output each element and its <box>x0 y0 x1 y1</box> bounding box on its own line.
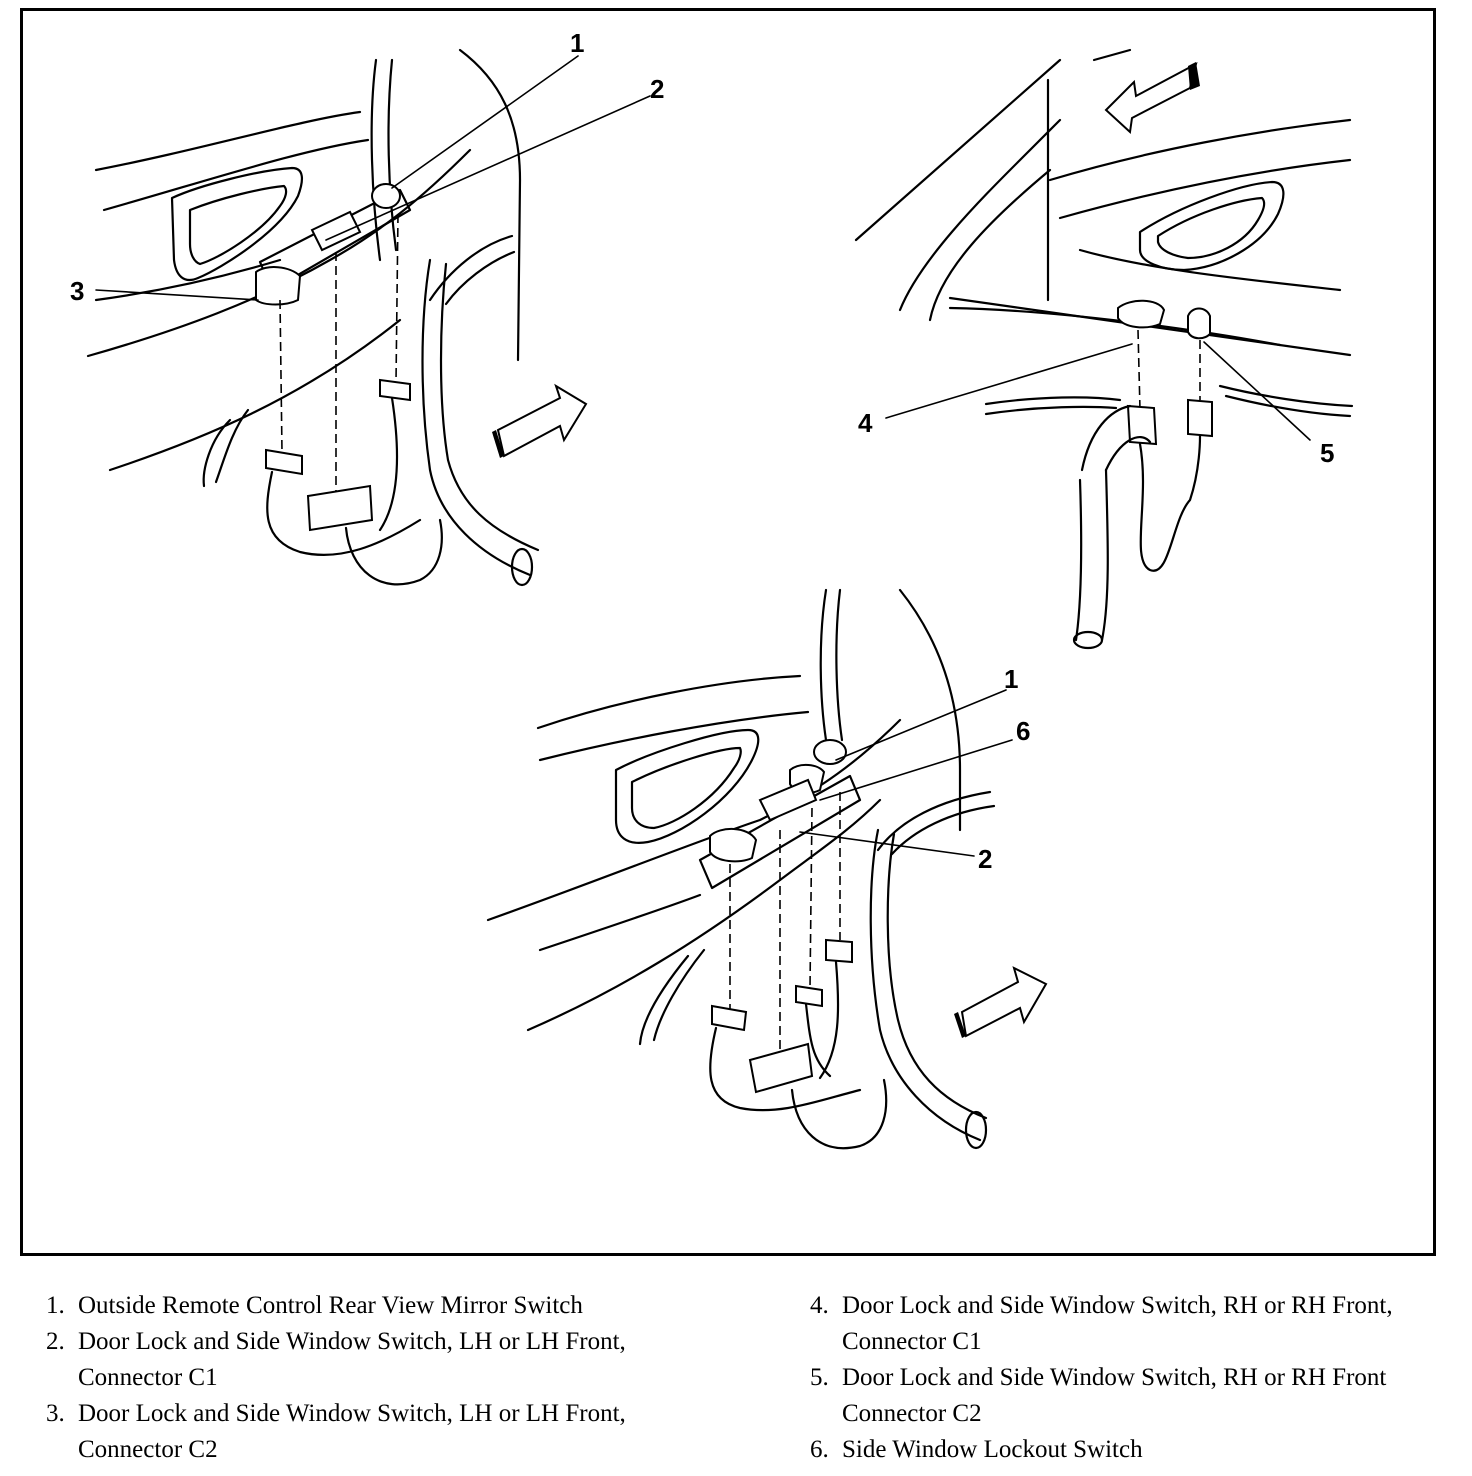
callout-1-lower: 1 <box>1004 664 1018 694</box>
legend-item: 5. Door Lock and Side Window Switch, RH … <box>810 1364 1387 1427</box>
panel-lh-door: 1 2 3 <box>70 28 664 587</box>
legend-item: 1. Outside Remote Control Rear View Mirr… <box>46 1292 583 1319</box>
wiring-illustration: 1 2 3 <box>70 28 1354 1150</box>
legend-column-right: 4. Door Lock and Side Window Switch, RH … <box>810 1288 1450 1468</box>
callout-4: 4 <box>858 408 873 438</box>
panel-rh-door: 4 5 <box>854 48 1354 650</box>
legend: 1. Outside Remote Control Rear View Mirr… <box>0 1288 1472 1476</box>
callout-2: 2 <box>650 74 664 104</box>
legend-item: 2. Door Lock and Side Window Switch, LH … <box>46 1328 626 1391</box>
callout-6: 6 <box>1016 716 1030 746</box>
callout-5: 5 <box>1320 438 1334 468</box>
panel-lh-door-lockout: 1 6 2 <box>486 588 1048 1150</box>
legend-item: 3. Door Lock and Side Window Switch, LH … <box>46 1400 626 1463</box>
callout-2-lower: 2 <box>978 844 992 874</box>
callout-1: 1 <box>570 28 584 58</box>
legend-item: 4. Door Lock and Side Window Switch, RH … <box>810 1292 1393 1355</box>
legend-column-left: 1. Outside Remote Control Rear View Mirr… <box>46 1288 686 1468</box>
diagram-frame <box>20 8 1436 1256</box>
legend-item: 6. Side Window Lockout Switch <box>810 1436 1143 1463</box>
callout-3: 3 <box>70 276 84 306</box>
